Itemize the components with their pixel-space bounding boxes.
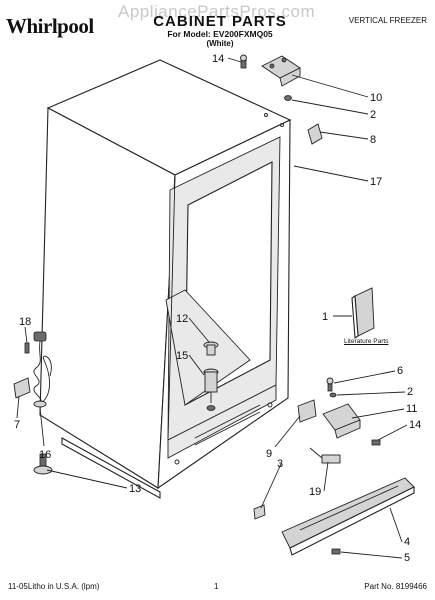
toe-grille — [281, 477, 415, 556]
hinge-washer-bottom — [329, 392, 337, 398]
drain-cap — [203, 341, 219, 356]
grille-clip — [253, 504, 266, 520]
callout-16: 16 — [39, 449, 51, 461]
top-hinge — [261, 55, 301, 87]
callout-3: 3 — [277, 458, 283, 470]
footer-litho: 11-05Litho in U.S.A. (lpm) — [8, 582, 100, 591]
hinge-bracket — [297, 399, 317, 423]
door-stop — [307, 123, 323, 145]
cabinet-body — [39, 59, 292, 490]
hinge-screw-bottom — [371, 439, 381, 446]
callout-10: 10 — [370, 92, 382, 104]
whirlpool-logo: Whirlpool — [6, 14, 94, 38]
product-category: VERTICAL FREEZER — [348, 16, 427, 25]
callout-12: 12 — [176, 313, 188, 325]
callout-6: 6 — [397, 365, 403, 377]
wire-harness — [309, 447, 341, 464]
callout-14-bottom: 14 — [409, 419, 421, 431]
callout-8: 8 — [370, 134, 376, 146]
callout-2-bottom: 2 — [407, 386, 413, 398]
page-title: CABINET PARTS — [153, 13, 287, 30]
base-plate — [61, 437, 161, 499]
callout-4: 4 — [404, 536, 410, 548]
callout-5: 5 — [404, 552, 410, 564]
callout-15: 15 — [176, 350, 188, 362]
callout-18: 18 — [19, 316, 31, 328]
callout-9: 9 — [266, 448, 272, 460]
cord-clamp — [13, 377, 31, 399]
model-line: For Model: EV200FXMQ05 — [167, 29, 273, 39]
callout-19: 19 — [309, 486, 321, 498]
footer-part-number: Part No. 8199466 — [364, 582, 427, 591]
literature-parts-label: Literature Parts — [344, 338, 389, 345]
leveling-leg — [33, 453, 53, 475]
watermark: AppliancePartsPros.com — [118, 2, 316, 21]
grille-screw — [331, 548, 341, 555]
hinge-washer-top — [284, 95, 292, 101]
bottom-hinge-pin — [326, 377, 334, 392]
callout-17: 17 — [370, 176, 382, 188]
leader-lines — [16, 57, 408, 559]
hinge-screw-top — [240, 54, 247, 69]
literature-book — [351, 287, 375, 339]
callout-7: 7 — [14, 419, 20, 431]
cord-screw — [24, 342, 30, 354]
callout-11: 11 — [406, 403, 417, 415]
model-variant: (White) — [206, 39, 234, 48]
bottom-hinge — [322, 403, 361, 439]
callout-2-top: 2 — [370, 109, 376, 121]
drain-tube — [203, 368, 219, 411]
callout-13: 13 — [129, 483, 141, 495]
callout-1: 1 — [322, 311, 328, 323]
power-cord — [33, 331, 52, 408]
footer-page-number: 1 — [214, 582, 219, 591]
callout-14-top: 14 — [212, 53, 224, 65]
